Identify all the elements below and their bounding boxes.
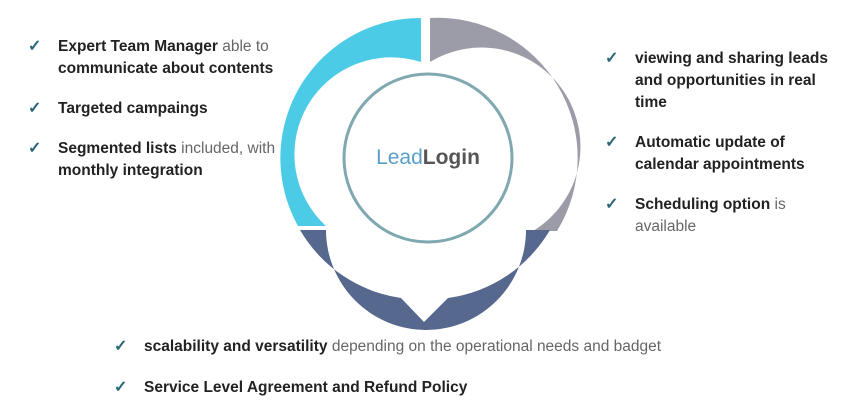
item-text: included, with — [176, 140, 276, 157]
ring-segment-top-left — [280, 17, 421, 227]
list-item: ✓ viewing and sharing leads and opportun… — [605, 48, 845, 114]
right-feature-list: ✓ viewing and sharing leads and opportun… — [605, 48, 845, 256]
ring-segment-top-right — [430, 17, 581, 231]
item-highlight: Service Level Agreement and Refund Polic… — [144, 379, 468, 396]
item-highlight-2: communicate about contents — [58, 60, 274, 77]
item-highlight: Segmented lists — [58, 140, 177, 157]
item-text: able to — [217, 38, 269, 55]
list-item: ✓ scalability and versatility depending … — [114, 336, 754, 358]
checkmark-icon: ✓ — [114, 379, 128, 396]
checkmark-icon: ✓ — [114, 338, 128, 355]
item-highlight: viewing and sharing leads and opportunit… — [635, 50, 828, 111]
checkmark-icon: ✓ — [605, 134, 619, 151]
inner-circle — [342, 72, 514, 244]
checkmark-icon: ✓ — [28, 38, 42, 55]
item-highlight: Targeted campaings — [58, 100, 208, 117]
logo-part-login: Login — [423, 146, 480, 169]
checkmark-icon: ✓ — [605, 50, 619, 67]
list-item: ✓ Service Level Agreement and Refund Pol… — [114, 377, 754, 399]
bottom-feature-list: ✓ scalability and versatility depending … — [114, 336, 754, 418]
item-highlight: Expert Team Manager — [58, 38, 218, 55]
item-highlight: Scheduling option — [635, 196, 771, 213]
item-text: depending on the operational needs and b… — [327, 338, 662, 355]
list-item: ✓ Expert Team Manager able to communicat… — [28, 36, 288, 80]
list-item: ✓ Scheduling option is available — [605, 194, 845, 238]
item-highlight: scalability and versatility — [144, 338, 328, 355]
item-text: is available — [635, 196, 786, 235]
list-item: ✓ Automatic update of calendar appointme… — [605, 132, 845, 176]
ring-segment-bottom — [300, 230, 550, 330]
checkmark-icon: ✓ — [28, 140, 42, 157]
list-item: ✓ Targeted campaings — [28, 98, 288, 120]
logo: LeadLogin — [376, 146, 480, 169]
checkmark-icon: ✓ — [28, 100, 42, 117]
left-feature-list: ✓ Expert Team Manager able to communicat… — [28, 36, 288, 200]
item-highlight: Automatic update of calendar appointment… — [635, 134, 805, 173]
list-item: ✓ Segmented lists included, with monthly… — [28, 138, 288, 182]
item-highlight-2: monthly integration — [58, 162, 203, 179]
logo-part-lead: Lead — [376, 146, 423, 169]
checkmark-icon: ✓ — [605, 196, 619, 213]
